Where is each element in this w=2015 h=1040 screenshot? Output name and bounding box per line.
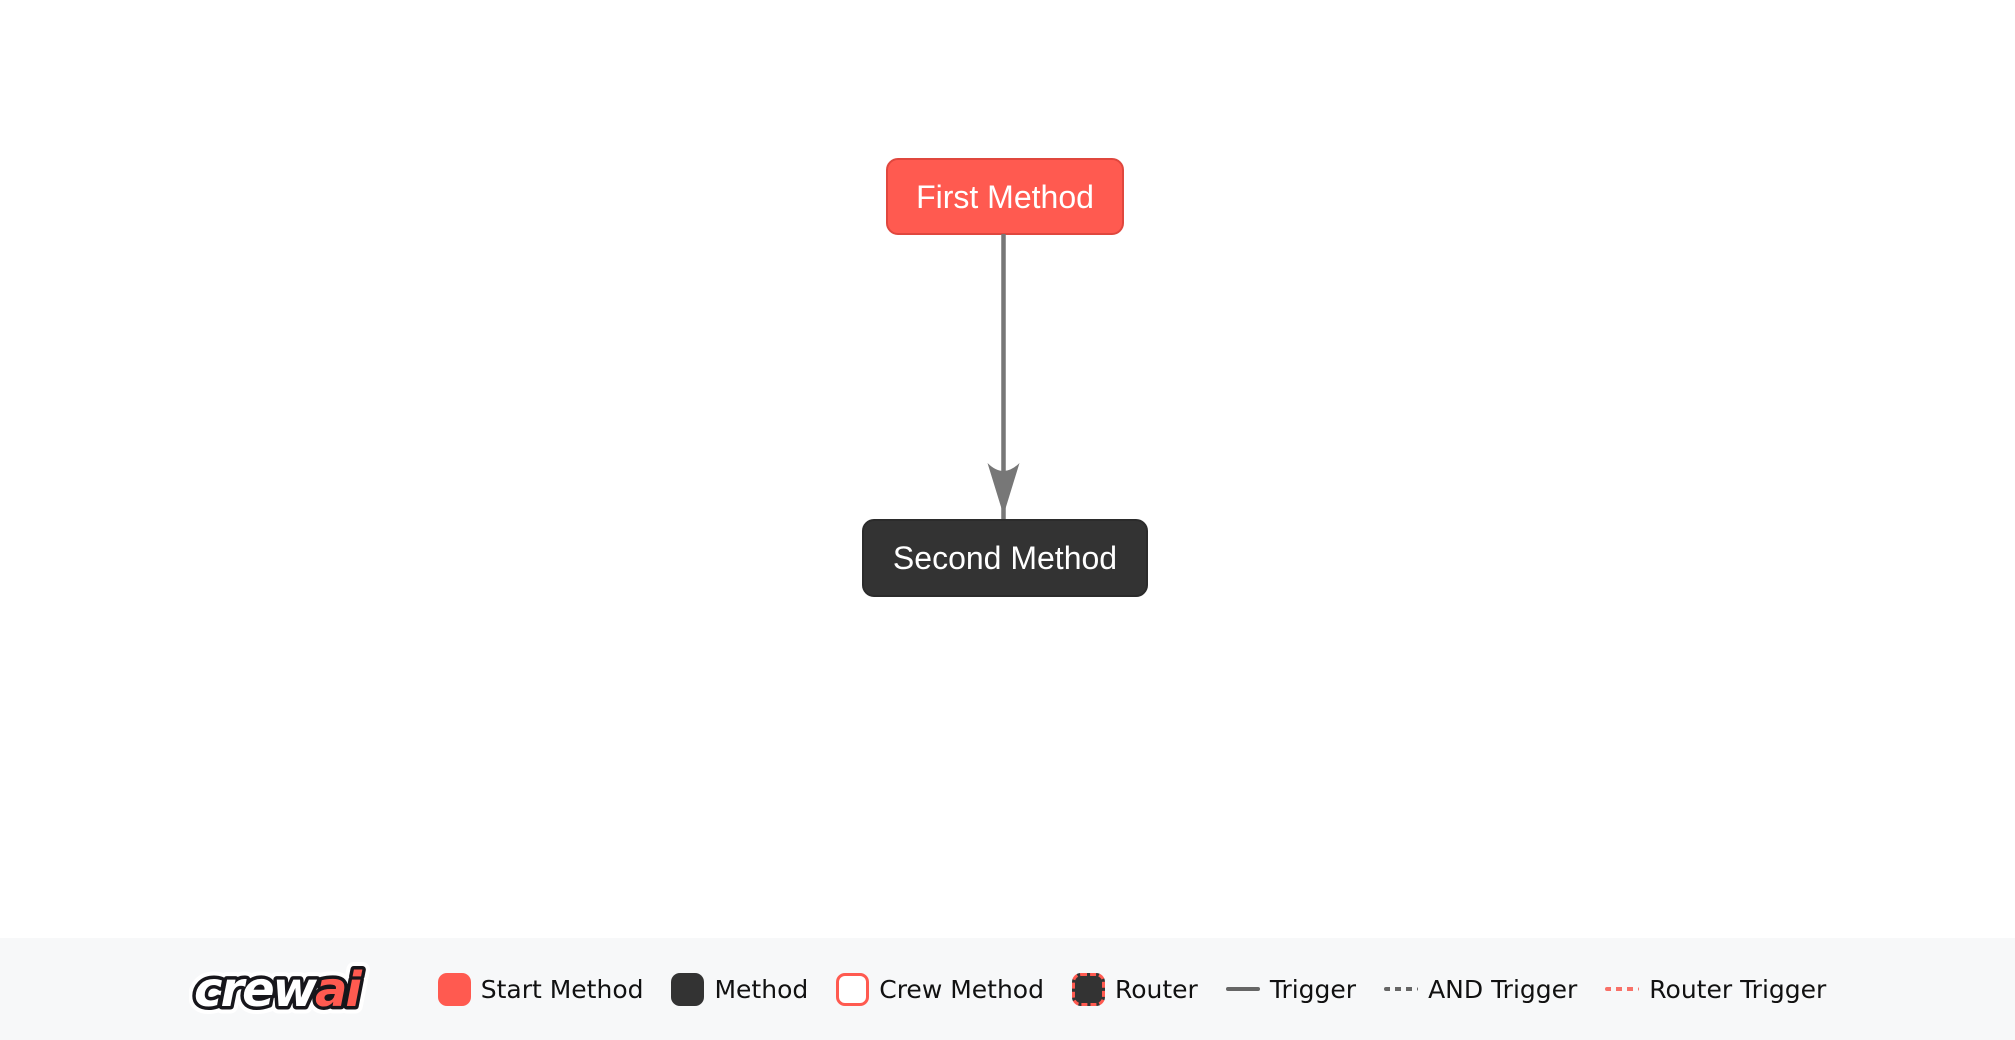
legend-item-router-trigger: Router Trigger: [1605, 975, 1826, 1004]
legend-item-start-method: Start Method: [437, 972, 644, 1006]
and-trigger-line-icon: [1384, 987, 1419, 991]
legend-label: AND Trigger: [1428, 974, 1578, 1004]
start-method-swatch-icon: [437, 972, 471, 1006]
trigger-line-icon: [1225, 987, 1260, 991]
router-swatch-icon: [1071, 972, 1105, 1006]
legend-label: Router: [1114, 974, 1198, 1004]
logo-text: crewai: [194, 962, 362, 1018]
logo-text-crew: crew: [194, 962, 318, 1018]
node-first-method-label: First Method: [916, 178, 1094, 215]
flow-canvas[interactable]: First Method Second Method: [0, 0, 2015, 938]
legend-label: Trigger: [1269, 974, 1357, 1004]
legend-label: Start Method: [480, 974, 644, 1004]
legend-bar: crewai crewai Start Method Method Crew M…: [0, 938, 2015, 1040]
legend-label: Router Trigger: [1649, 974, 1827, 1004]
trigger-edge-arrow: [987, 234, 1020, 519]
router-trigger-line-icon: [1605, 987, 1640, 991]
crewai-logo: crewai crewai: [189, 957, 372, 1021]
node-first-method[interactable]: First Method: [886, 158, 1124, 235]
logo-text-ai: ai: [315, 962, 362, 1018]
node-second-method-label: Second Method: [892, 540, 1118, 576]
legend-item-method: Method: [671, 972, 809, 1006]
method-swatch-icon: [671, 972, 705, 1006]
node-second-method[interactable]: Second Method: [862, 519, 1148, 597]
legend-item-router: Router: [1071, 972, 1198, 1006]
legend-item-crew-method: Crew Method: [836, 972, 1044, 1006]
crew-method-swatch-icon: [836, 972, 870, 1006]
arrowhead-icon: [987, 463, 1020, 515]
legend-label: Crew Method: [879, 974, 1044, 1004]
legend-item-trigger: Trigger: [1225, 974, 1357, 1004]
legend-label: Method: [714, 974, 809, 1004]
legend-item-and-trigger: AND Trigger: [1384, 975, 1577, 1004]
